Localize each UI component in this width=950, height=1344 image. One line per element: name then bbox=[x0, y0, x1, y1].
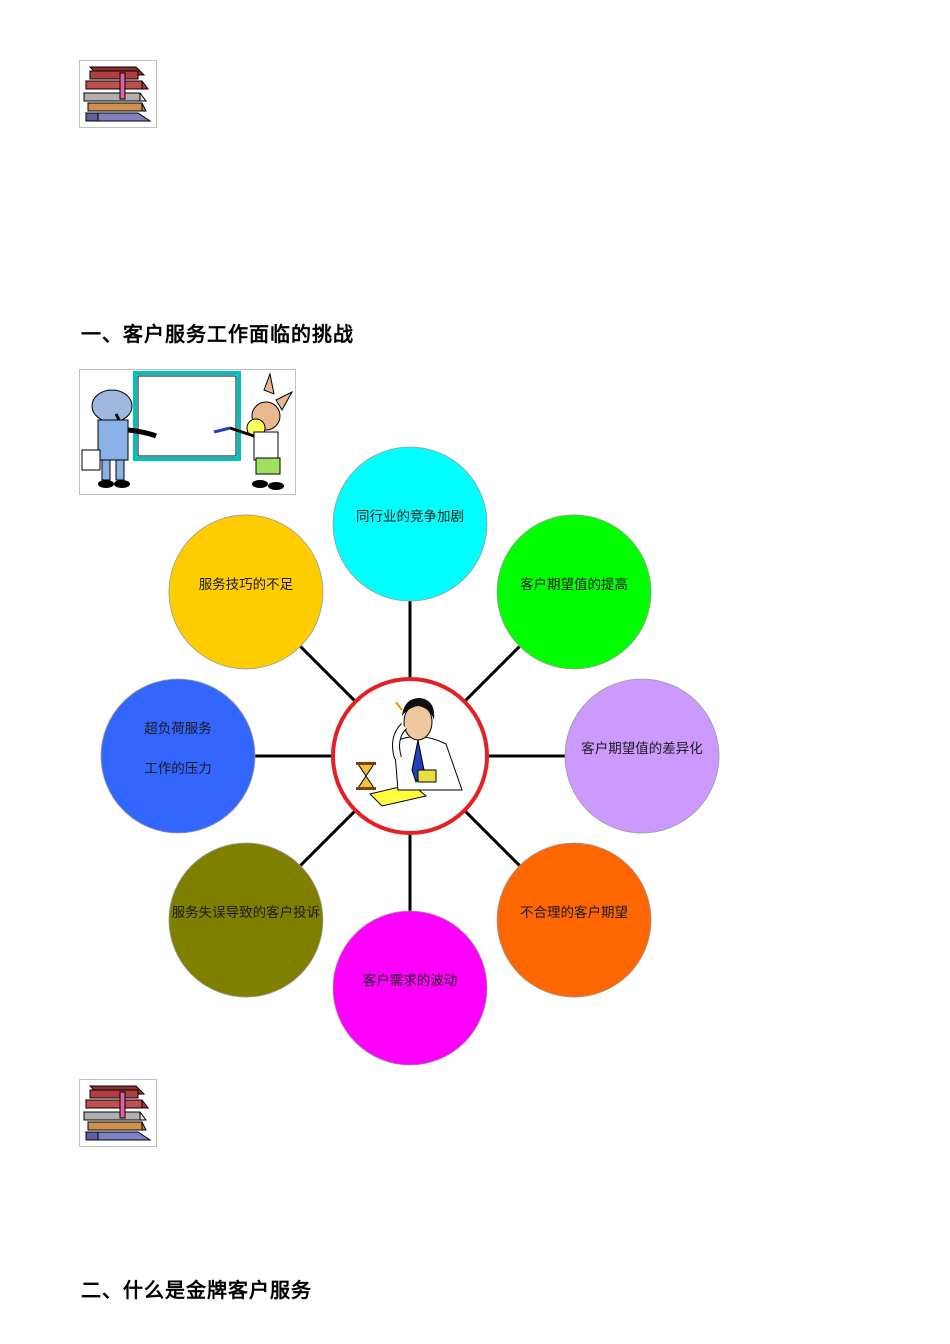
challenge-node-circle bbox=[332, 446, 488, 602]
challenge-node-label: 客户需求的波动 bbox=[363, 972, 458, 989]
challenge-node-skill-shortage: 服务技巧的不足 bbox=[168, 514, 324, 670]
challenge-node-circle bbox=[564, 678, 720, 834]
challenge-node-circle bbox=[168, 842, 324, 998]
connector-line bbox=[299, 645, 357, 703]
elephant-rabbit-whiteboard-icon bbox=[79, 369, 296, 495]
challenge-node-circle bbox=[496, 514, 652, 670]
challenge-node-circle bbox=[168, 514, 324, 670]
challenge-node-expectation-rise: 客户期望值的提高 bbox=[496, 514, 652, 670]
challenge-node-expectation-variance: 客户期望值的差异化 bbox=[564, 678, 720, 834]
challenge-node-label: 工作的压力 bbox=[144, 761, 212, 777]
center-hub bbox=[331, 677, 489, 835]
challenge-node-demand-fluctuation: 客户需求的波动 bbox=[332, 910, 488, 1066]
challenge-node-label: 客户期望值的提高 bbox=[520, 576, 628, 593]
challenge-node-label: 不合理的客户期望 bbox=[520, 904, 628, 921]
challenge-node-label: 客户期望值的差异化 bbox=[581, 740, 703, 757]
connector-line bbox=[463, 645, 521, 703]
challenge-node-label: 服务失误导致的客户投诉 bbox=[172, 904, 321, 921]
challenge-node-circle bbox=[100, 678, 256, 834]
challenges-diagram: 同行业的竞争加剧客户期望值的提高客户期望值的差异化不合理的客户期望客户需求的波动… bbox=[100, 446, 720, 1066]
challenge-node-service-error-complaint: 服务失误导致的客户投诉 bbox=[168, 842, 324, 998]
connector-line bbox=[299, 809, 357, 867]
challenge-node-circle bbox=[496, 842, 652, 998]
challenge-node-competition: 同行业的竞争加剧 bbox=[332, 446, 488, 602]
section-heading-gold-service: 二、什么是金牌客户服务 bbox=[81, 1278, 312, 1302]
challenge-node-label: 超负荷服务 bbox=[144, 721, 212, 737]
section-heading-challenges: 一、客户服务工作面临的挑战 bbox=[81, 322, 354, 346]
stressed-businessman-icon bbox=[356, 698, 463, 807]
books-stack-icon bbox=[79, 60, 157, 128]
challenge-node-label: 同行业的竞争加剧 bbox=[356, 508, 464, 525]
challenge-node-label: 服务技巧的不足 bbox=[199, 577, 294, 593]
challenge-node-circle bbox=[332, 910, 488, 1066]
books-stack-icon bbox=[79, 1079, 157, 1147]
challenge-node-unreasonable-expectation: 不合理的客户期望 bbox=[496, 842, 652, 998]
connector-line bbox=[463, 809, 521, 867]
